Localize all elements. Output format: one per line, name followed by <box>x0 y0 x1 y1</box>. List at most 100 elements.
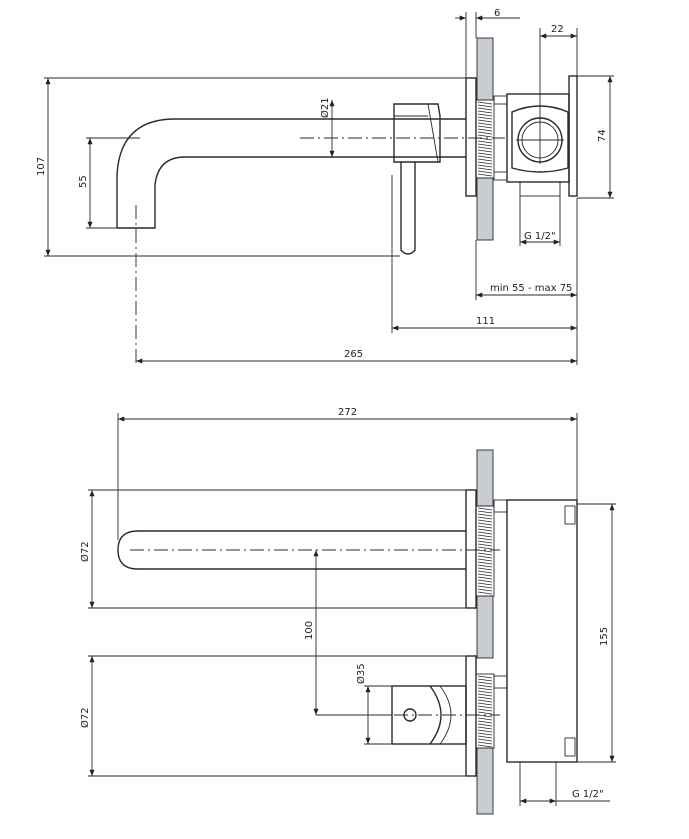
thread-hatch-line <box>477 546 493 550</box>
dim-wall-thickness: 6 <box>455 8 520 78</box>
thread-hatch-line <box>477 170 493 174</box>
svg-text:111: 111 <box>476 316 495 327</box>
thread-hatch-line <box>477 708 493 712</box>
thread-hatch-line <box>477 588 493 592</box>
svg-text:min 55 - max 75: min 55 - max 75 <box>490 283 572 294</box>
svg-text:100: 100 <box>304 621 315 640</box>
thread-hatch-line <box>477 738 493 742</box>
thread-hatch-line <box>477 579 493 583</box>
thread-hatch-line <box>477 720 493 724</box>
thread-hatch-line <box>477 726 493 730</box>
svg-text:6: 6 <box>494 8 500 19</box>
thread-hatch-line <box>477 155 493 159</box>
thread-hatch-line <box>477 705 493 709</box>
thread-hatch-line <box>477 576 493 580</box>
thread-hatch-line <box>477 167 493 171</box>
front-plate-spout <box>465 489 477 609</box>
thread-hatch-line <box>477 516 493 520</box>
thread-hatch-line <box>477 164 493 168</box>
thread-hatch-line <box>477 570 493 574</box>
thread-hatch-line <box>477 690 493 694</box>
thread-hatch-line <box>477 507 493 511</box>
spout-pipe <box>116 118 466 229</box>
thread-hatch-line <box>477 537 493 541</box>
thread-hatch-line <box>477 549 493 553</box>
thread-hatch-line <box>477 122 493 126</box>
thread-hatch-line <box>477 696 493 700</box>
side-mixer-body <box>493 75 578 197</box>
thread-hatch-line <box>477 693 493 697</box>
thread-hatch-line <box>477 582 493 586</box>
thread-hatch-line <box>477 525 493 529</box>
thread-hatch-line <box>477 152 493 156</box>
svg-text:74: 74 <box>597 129 608 142</box>
front-mixer-body <box>493 499 578 763</box>
dim-total-height: 107 <box>36 77 466 257</box>
thread-hatch-line <box>477 567 493 571</box>
thread-hatch-line <box>477 723 493 727</box>
thread-hatch-line <box>477 699 493 703</box>
dim-body-height-front: 155 <box>577 503 616 763</box>
front-plate-handle <box>465 655 477 777</box>
thread-hatch-line <box>477 134 493 138</box>
front-wall-middle <box>476 595 494 659</box>
thread-hatch-line <box>477 711 493 715</box>
thread-hatch-line <box>477 528 493 532</box>
thread-hatch-line <box>477 146 493 150</box>
side-thread-sleeve <box>475 99 495 179</box>
svg-text:107: 107 <box>36 157 47 176</box>
dim-thread-front: G 1/2" <box>519 762 610 806</box>
thread-hatch-line <box>477 113 493 117</box>
thread-hatch-line <box>477 158 493 162</box>
side-handle-body <box>393 103 441 163</box>
thread-hatch-line <box>477 732 493 736</box>
dim-handle-plate-diameter: Ø72 <box>79 655 466 777</box>
thread-hatch-line <box>477 717 493 721</box>
dim-spout-drop: 55 <box>78 137 140 229</box>
svg-text:22: 22 <box>551 24 564 35</box>
thread-hatch-line <box>477 543 493 547</box>
svg-text:Ø72: Ø72 <box>79 707 91 728</box>
dim-thread-side: G 1/2" <box>519 196 561 246</box>
thread-hatch-line <box>477 107 493 111</box>
thread-hatch-line <box>477 552 493 556</box>
thread-hatch-line <box>477 585 493 589</box>
thread-hatch-line <box>477 519 493 523</box>
dim-spout-length: 272 <box>117 407 578 540</box>
dim-depth-range: min 55 - max 75 <box>475 198 578 365</box>
front-wall-top <box>476 449 494 507</box>
thread-hatch-line <box>477 558 493 562</box>
thread-hatch-line <box>477 116 493 120</box>
thread-hatch-line <box>477 681 493 685</box>
thread-hatch-line <box>477 741 493 745</box>
side-wall-upper <box>476 37 494 101</box>
thread-hatch-line <box>477 729 493 733</box>
svg-text:G 1/2": G 1/2" <box>524 231 556 242</box>
thread-hatch-line <box>477 161 493 165</box>
thread-hatch-line <box>477 702 493 706</box>
dim-spout-plate-diameter: Ø72 <box>79 489 466 609</box>
svg-text:155: 155 <box>599 627 610 646</box>
side-wall-plate <box>465 77 477 197</box>
thread-hatch-line <box>477 534 493 538</box>
thread-hatch-line <box>477 573 493 577</box>
thread-hatch-line <box>477 555 493 559</box>
thread-hatch-line <box>477 143 493 147</box>
front-view: 272 Ø72 Ø72 100 Ø35 <box>79 407 616 815</box>
thread-hatch-line <box>477 687 493 691</box>
svg-text:G 1/2": G 1/2" <box>572 789 604 800</box>
thread-hatch-line <box>477 540 493 544</box>
dim-axis-distance: 100 <box>304 550 392 716</box>
dim-body-height-side: 74 <box>577 75 614 199</box>
front-spout <box>117 530 466 570</box>
dim-handle-diameter: Ø35 <box>355 663 392 745</box>
thread-hatch-line <box>477 714 493 718</box>
thread-hatch-line <box>477 531 493 535</box>
svg-text:Ø35: Ø35 <box>355 663 367 684</box>
dim-spout-projection: 265 <box>136 349 577 364</box>
thread-hatch-line <box>477 173 493 177</box>
dim-body-offset: 22 <box>539 24 578 116</box>
thread-hatch-line <box>477 131 493 135</box>
thread-hatch-line <box>477 678 493 682</box>
